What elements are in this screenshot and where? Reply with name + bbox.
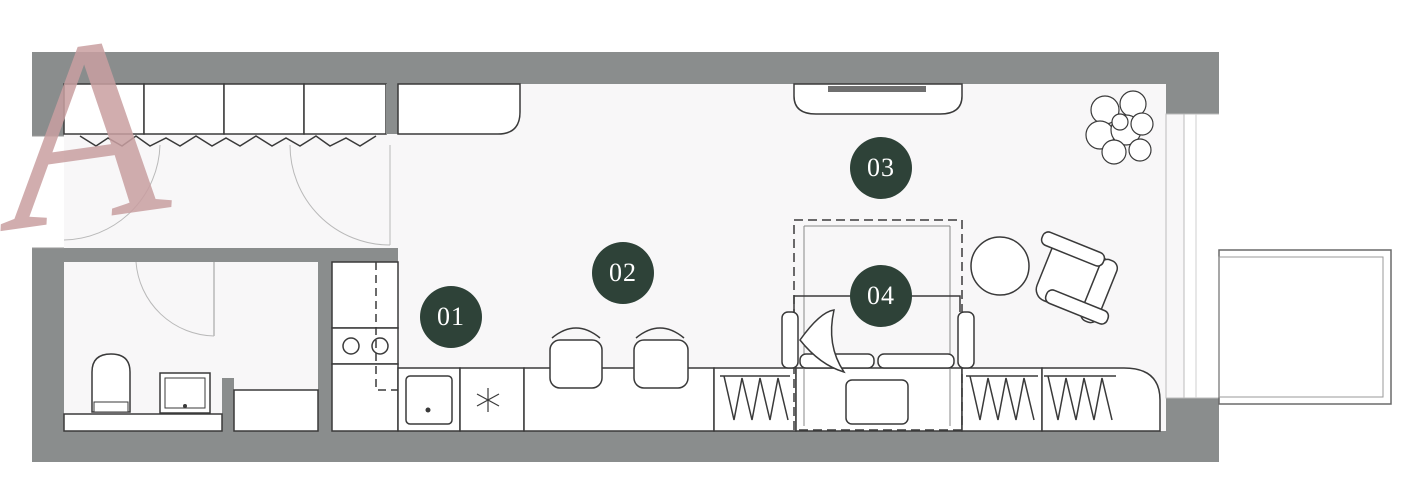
toilet	[91, 353, 131, 413]
side-table	[970, 236, 1030, 296]
hall-partition	[386, 84, 398, 134]
entrance-opening	[32, 136, 64, 248]
room-label-04: 04	[850, 265, 912, 327]
bathroom-door-swing	[135, 261, 215, 337]
balcony	[1218, 249, 1392, 405]
armchair	[1035, 231, 1119, 325]
bathroom-wall	[222, 378, 234, 431]
logo-letter: A	[0, 0, 183, 288]
lounge-chair	[799, 309, 846, 374]
bathroom-cabinet	[233, 389, 319, 432]
snowflake-icon	[476, 388, 500, 412]
kitchen-counter	[397, 367, 1161, 432]
shelving-right	[966, 375, 1116, 421]
bathroom-top-wall	[64, 250, 130, 262]
room-label-03: 03	[850, 137, 912, 199]
counter-sink	[845, 379, 909, 425]
hall-wardrobe	[63, 83, 387, 147]
bar-stool-2	[633, 327, 689, 389]
bathroom-counter	[63, 413, 223, 432]
hall-door-swing	[289, 144, 391, 246]
room-label-02: 02	[592, 242, 654, 304]
plant-icon	[1085, 90, 1154, 165]
room-label-01: 01	[420, 286, 482, 348]
entrance-door-swing	[63, 144, 161, 241]
kitchen-dashed-outline	[375, 262, 398, 391]
bar-stool-1	[549, 327, 603, 389]
tv	[828, 86, 926, 92]
shelving-left	[720, 375, 790, 421]
top-shelf	[397, 83, 521, 135]
fridge-cabinet	[331, 261, 399, 329]
sink	[405, 375, 453, 425]
